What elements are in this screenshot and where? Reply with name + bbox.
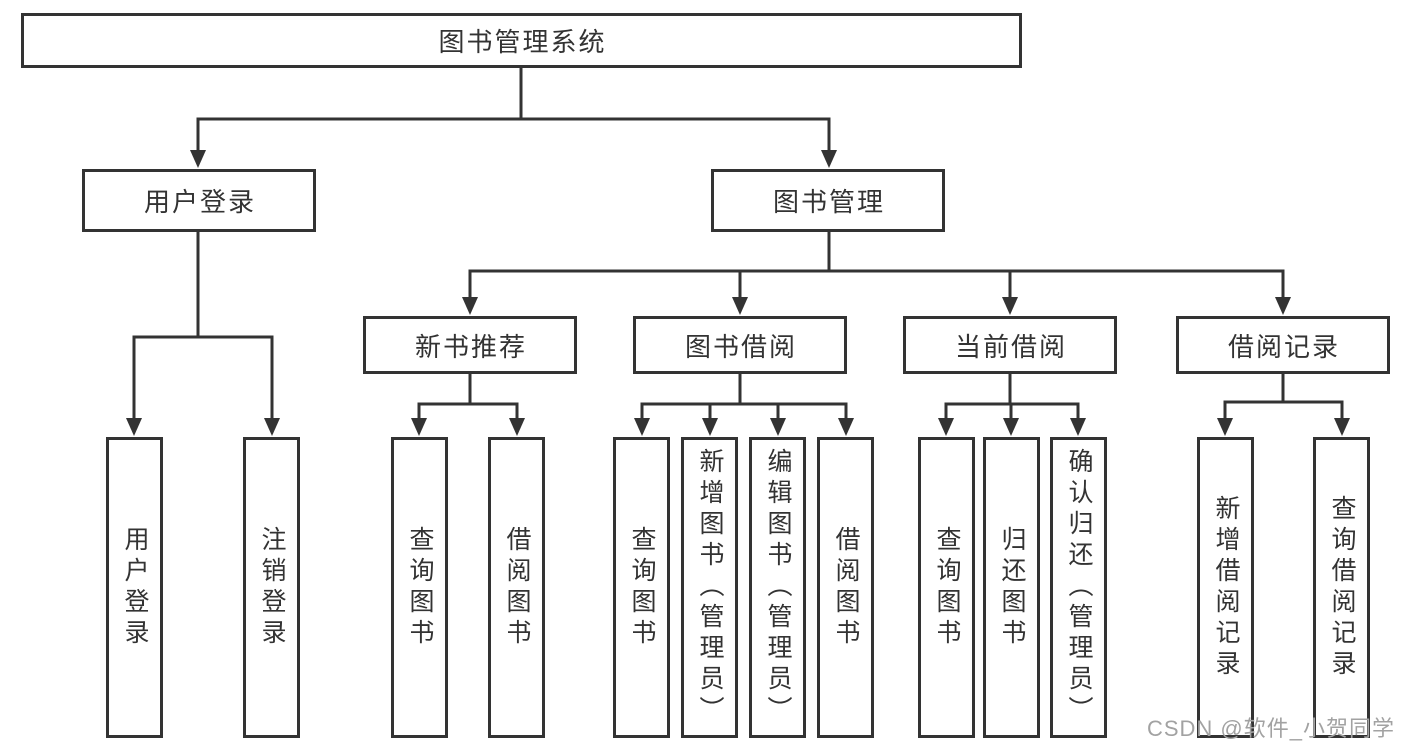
arrowhead xyxy=(838,418,854,436)
node-book-management: 图书管理 xyxy=(711,169,945,232)
arrowhead xyxy=(1334,418,1350,436)
node-book-borrow: 图书借阅 xyxy=(633,316,847,374)
arrowhead xyxy=(462,297,478,315)
node-label: 借阅图书 xyxy=(503,525,531,650)
node-leaf-borrow-borrow-books: 借阅图书 xyxy=(817,437,874,738)
node-leaf-borrow-edit-books-admin: 编辑图书（管理员） xyxy=(749,437,806,738)
node-borrow-records: 借阅记录 xyxy=(1176,316,1390,374)
arrowhead xyxy=(938,418,954,436)
node-user-login: 用户登录 xyxy=(82,169,316,232)
connector-user-login-to-leaves xyxy=(132,232,274,421)
connector-new-book-rec-to-leaves xyxy=(417,374,519,421)
node-label: 查询借阅记录 xyxy=(1328,494,1356,681)
arrowhead xyxy=(1002,297,1018,315)
node-label: 归还图书 xyxy=(998,525,1026,650)
node-leaf-current-query-books: 查询图书 xyxy=(918,437,975,738)
arrowhead xyxy=(190,150,206,168)
arrowhead xyxy=(634,418,650,436)
node-leaf-borrow-query-books: 查询图书 xyxy=(613,437,670,738)
node-label: 查询图书 xyxy=(628,525,656,650)
node-label: 编辑图书（管理员） xyxy=(764,448,792,727)
arrowhead xyxy=(1003,418,1019,436)
node-label: 用户登录 xyxy=(143,187,256,217)
node-label: 图书借阅 xyxy=(684,331,797,362)
node-leaf-records-query-record: 查询借阅记录 xyxy=(1313,437,1370,738)
arrowhead xyxy=(1070,418,1086,436)
arrowhead xyxy=(126,418,142,436)
node-new-book-recommend: 新书推荐 xyxy=(363,316,577,374)
node-label: 查询图书 xyxy=(933,525,961,650)
arrowhead xyxy=(732,297,748,315)
connector-book-borrow-to-leaves xyxy=(640,374,848,421)
connector-book-mgmt-to-level3 xyxy=(468,232,1285,300)
arrowhead xyxy=(770,418,786,436)
arrowhead xyxy=(411,418,427,436)
csdn-watermark: CSDN @软件_小贺同学 xyxy=(1146,716,1395,741)
node-label: 确认归还（管理员） xyxy=(1065,448,1093,727)
node-label: 新增借阅记录 xyxy=(1212,494,1240,681)
node-label: 查询图书 xyxy=(406,525,434,650)
connector-root-to-level2 xyxy=(196,68,831,153)
node-label: 借阅记录 xyxy=(1227,331,1340,362)
node-label: 图书管理 xyxy=(772,187,885,217)
connector-current-borrow-to-leaves xyxy=(944,374,1080,421)
node-leaf-current-confirm-return-admin: 确认归还（管理员） xyxy=(1050,437,1107,738)
node-leaf-records-add-record: 新增借阅记录 xyxy=(1197,437,1254,738)
arrowheads xyxy=(126,150,1350,436)
arrowhead xyxy=(1217,418,1233,436)
node-label: 注销登录 xyxy=(258,525,286,650)
node-label: 图书管理系统 xyxy=(438,27,607,57)
arrowhead xyxy=(702,418,718,436)
arrowhead xyxy=(264,418,280,436)
node-leaf-newrec-borrow-books: 借阅图书 xyxy=(488,437,545,738)
node-leaf-newrec-query-books: 查询图书 xyxy=(391,437,448,738)
arrowhead xyxy=(1275,297,1291,315)
node-leaf-user-login: 用户登录 xyxy=(106,437,163,738)
arrowhead xyxy=(509,418,525,436)
node-label: 新书推荐 xyxy=(414,331,527,362)
node-label: 新增图书（管理员） xyxy=(696,448,724,727)
node-current-borrow: 当前借阅 xyxy=(903,316,1117,374)
node-leaf-borrow-add-books-admin: 新增图书（管理员） xyxy=(681,437,738,738)
node-label: 当前借阅 xyxy=(954,331,1067,362)
arrowhead xyxy=(821,150,837,168)
node-label: 借阅图书 xyxy=(832,525,860,650)
node-label: 用户登录 xyxy=(121,525,149,650)
connector-group xyxy=(132,68,1344,421)
connector-borrow-records-to-leaves xyxy=(1223,374,1344,421)
node-leaf-logout: 注销登录 xyxy=(243,437,300,738)
node-leaf-current-return-books: 归还图书 xyxy=(983,437,1040,738)
node-root: 图书管理系统 xyxy=(21,13,1022,68)
